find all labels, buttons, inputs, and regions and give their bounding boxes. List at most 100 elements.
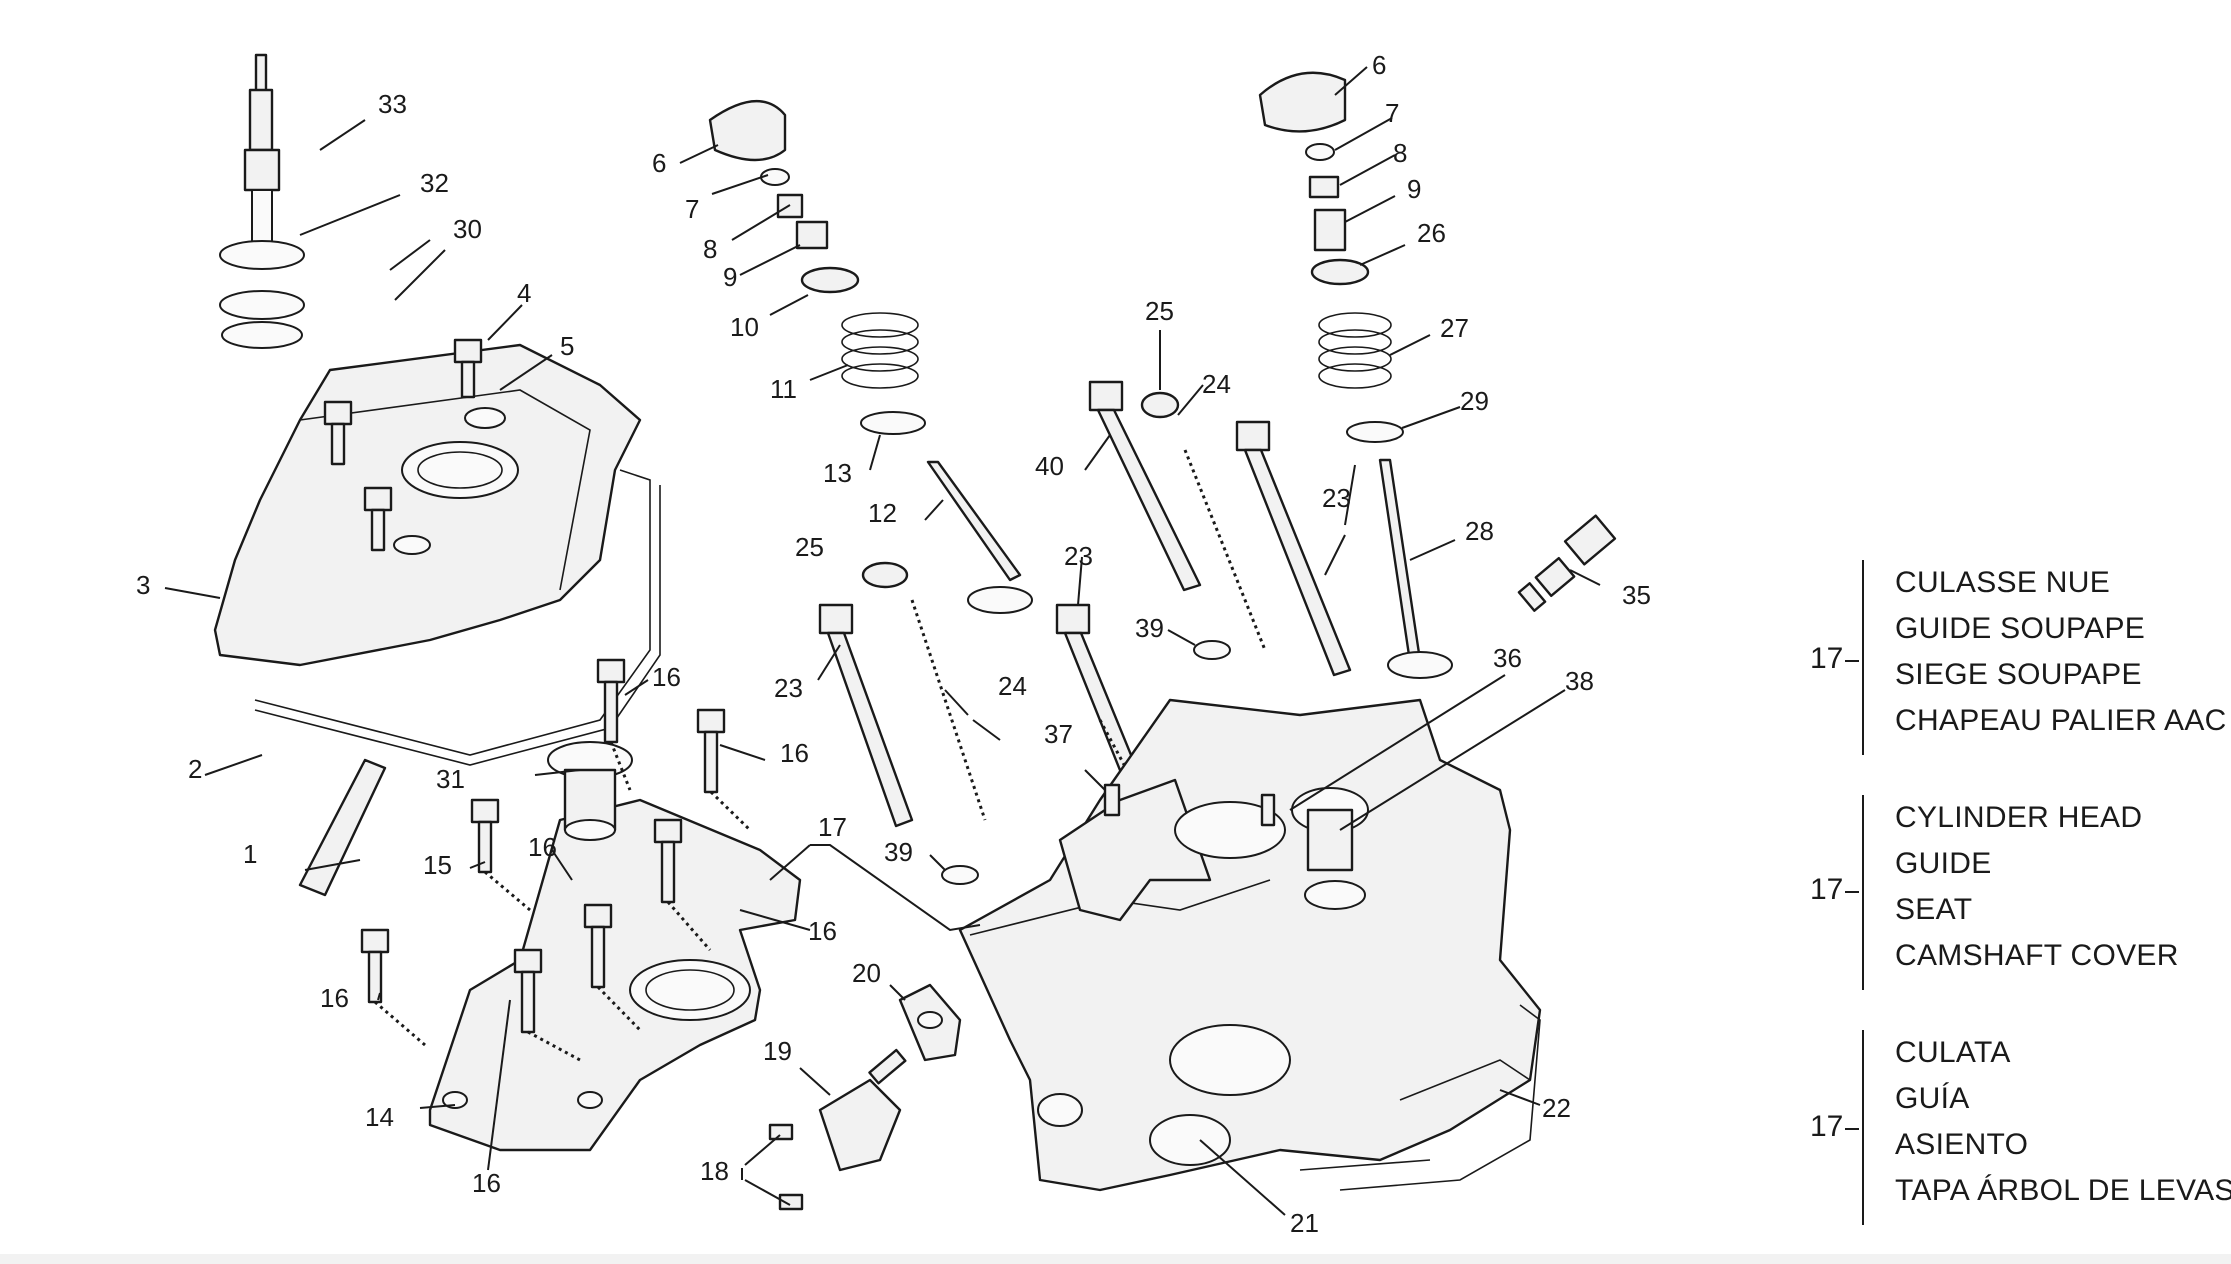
callout-21: 21	[1290, 1208, 1319, 1238]
camshaft-carrier	[428, 798, 802, 1152]
callout-27: 27	[1440, 313, 1469, 343]
legend-french-line-2: GUIDE SOUPAPE	[1895, 612, 2146, 645]
callout-16a: 16	[652, 662, 681, 692]
callout-7b: 7	[1385, 98, 1399, 128]
callout-3: 3	[136, 570, 150, 600]
callout-17: 17	[818, 812, 847, 842]
callout-22: 22	[1542, 1093, 1571, 1123]
callout-4: 4	[517, 278, 531, 308]
callout-38: 38	[1565, 666, 1594, 696]
callout-5: 5	[560, 331, 574, 361]
callout-6a: 6	[652, 148, 666, 178]
legend-french-lines: CULASSE NUE GUIDE SOUPAPE SIEGE SOUPAPE …	[1895, 560, 2227, 744]
callout-39b: 39	[1135, 613, 1164, 643]
callout-40: 40	[1035, 451, 1064, 481]
legend-english-line-4: CAMSHAFT COVER	[1895, 939, 2179, 972]
callout-16f: 16	[472, 1168, 501, 1198]
legend-french-line-4: CHAPEAU PALIER AAC	[1895, 704, 2227, 737]
legend-english-bracket	[1862, 795, 1864, 990]
callout-33: 33	[378, 89, 407, 119]
legend-english-line-1: CYLINDER HEAD	[1895, 801, 2143, 834]
exhaust-valve-stack	[1258, 71, 1453, 679]
callout-labels: 1 2 3 4 5 6 6 7 7 8 8 9 9 10 11 12 13 14…	[136, 50, 1651, 1238]
callout-15: 15	[423, 850, 452, 880]
callout-32: 32	[420, 168, 449, 198]
legend-french-line-3: SIEGE SOUPAPE	[1895, 658, 2142, 691]
legend-spanish-line-1: CULATA	[1895, 1036, 2011, 1069]
cover-bolts	[323, 338, 506, 555]
callout-16e: 16	[320, 983, 349, 1013]
legend-spanish-line-3: ASIENTO	[1895, 1128, 2029, 1161]
legend-english: 17 CYLINDER HEAD GUIDE SEAT CAMSHAFT COV…	[1790, 795, 2220, 995]
callout-39a: 39	[884, 837, 913, 867]
legend-french-bracket	[1862, 560, 1864, 755]
callout-19: 19	[763, 1036, 792, 1066]
oil-filler	[547, 741, 633, 841]
callout-12: 12	[868, 498, 897, 528]
legend-spanish-bracket	[1862, 1030, 1864, 1225]
intake-valve-stack	[708, 100, 1033, 614]
legend-spanish-lines: CULATA GUÍA ASIENTO TAPA ÁRBOL DE LEVAS	[1895, 1030, 2231, 1214]
callout-10: 10	[730, 312, 759, 342]
callout-7a: 7	[685, 194, 699, 224]
callout-8b: 8	[1393, 138, 1407, 168]
legend-english-dash	[1845, 891, 1859, 893]
callout-14: 14	[365, 1102, 394, 1132]
legend-spanish-number: 17	[1810, 1110, 1844, 1143]
callout-20: 20	[852, 958, 881, 988]
legend-french-line-1: CULASSE NUE	[1895, 566, 2111, 599]
callout-23c: 23	[1322, 483, 1351, 513]
callout-6b: 6	[1372, 50, 1386, 80]
callout-25a: 25	[795, 532, 824, 562]
valve-cover	[213, 343, 642, 667]
callout-16b: 16	[780, 738, 809, 768]
callout-1: 1	[243, 839, 257, 869]
callout-18: 18	[700, 1156, 729, 1186]
callout-13: 13	[823, 458, 852, 488]
callout-29: 29	[1460, 386, 1489, 416]
legend-french: 17 CULASSE NUE GUIDE SOUPAPE SIEGE SOUPA…	[1790, 560, 2226, 760]
plate	[298, 758, 387, 897]
callout-28: 28	[1465, 516, 1494, 546]
spark-plug	[243, 53, 281, 246]
legend-spanish-line-2: GUÍA	[1895, 1082, 1970, 1115]
footer-band	[0, 1254, 2231, 1264]
callout-25b: 25	[1145, 296, 1174, 326]
chain-tensioner	[768, 983, 962, 1211]
callout-9b: 9	[1407, 174, 1421, 204]
o-ring-30-lower	[221, 321, 303, 349]
callout-9a: 9	[723, 262, 737, 292]
legend-english-line-2: GUIDE	[1895, 847, 1992, 880]
legend-french-dash	[1845, 660, 1859, 662]
callout-24b: 24	[1202, 369, 1231, 399]
head-gasket	[1339, 1004, 1541, 1191]
callout-24a: 24	[998, 671, 1027, 701]
legend-spanish: 17 CULATA GUÍA ASIENTO TAPA ÁRBOL DE LEV…	[1790, 1030, 2231, 1230]
callout-36: 36	[1493, 643, 1522, 673]
callout-23a: 23	[774, 673, 803, 703]
callout-23b: 23	[1064, 541, 1093, 571]
callout-8a: 8	[703, 234, 717, 264]
cylinder-head	[958, 698, 1542, 1192]
legend-english-lines: CYLINDER HEAD GUIDE SEAT CAMSHAFT COVER	[1895, 795, 2179, 979]
washer-32	[219, 240, 305, 270]
legend-spanish-dash	[1845, 1128, 1859, 1130]
callout-26: 26	[1417, 218, 1446, 248]
callout-16d: 16	[808, 916, 837, 946]
o-ring-30-upper	[219, 290, 305, 320]
callout-2: 2	[188, 754, 202, 784]
legend-english-number: 17	[1810, 873, 1844, 906]
callout-37: 37	[1044, 719, 1073, 749]
temperature-sensor	[1517, 514, 1617, 612]
callout-30: 30	[453, 214, 482, 244]
callout-16c: 16	[528, 832, 557, 862]
callout-31: 31	[436, 764, 465, 794]
callout-11: 11	[770, 374, 797, 404]
legend-spanish-line-4: TAPA ÁRBOL DE LEVAS	[1895, 1174, 2231, 1207]
cam-carrier-bolts	[360, 658, 752, 1062]
callout-35: 35	[1622, 580, 1651, 610]
legend-english-line-3: SEAT	[1895, 893, 1973, 926]
valve-cover-gasket	[254, 469, 651, 756]
leader-lines	[164, 66, 1601, 1216]
